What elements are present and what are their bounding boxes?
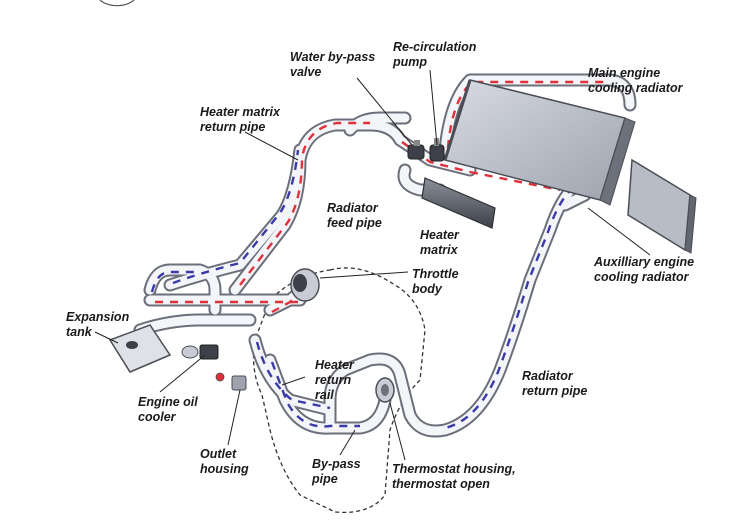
label-water-bypass-valve-line2: valve [290, 65, 322, 79]
outlet-housing [215, 372, 247, 391]
label-radiator-feed-pipe-line1: Radiator [327, 201, 378, 215]
label-heater-return-rail-line3: rail [315, 388, 334, 402]
label-heater-matrix-line2: matrix [420, 243, 458, 257]
label-outlet-housing-line1: Outlet [200, 447, 237, 461]
label-expansion-tank-line1: Expansion [66, 310, 130, 324]
label-thermostat-housing-line2: thermostat open [392, 477, 490, 491]
label-heater-return-rail: Heater return rail [315, 358, 354, 403]
label-water-bypass-valve: Water by-pass valve [290, 50, 375, 80]
label-recirculation-pump-line2: pump [393, 55, 428, 69]
label-heater-return-rail-line2: return [315, 373, 352, 387]
label-bypass-pipe-line1: By-pass [312, 457, 361, 471]
engine-outline-dashed [252, 267, 426, 514]
label-auxiliary-radiator-line2: cooling radiator [594, 270, 689, 284]
expansion-tank [108, 324, 172, 373]
thermostat-housing [375, 377, 395, 403]
label-main-engine-radiator-line2: cooling radiator [588, 81, 683, 95]
water-bypass-valve [407, 140, 425, 160]
label-heater-matrix-return-pipe-line2: return pipe [200, 120, 266, 134]
main-engine-radiator [443, 79, 636, 206]
label-thermostat-housing: Thermostat housing, thermostat open [392, 462, 516, 492]
auxiliary-radiator [627, 158, 697, 254]
label-outlet-housing: Outlet housing [200, 447, 249, 477]
label-throttle-body: Throttle body [412, 267, 459, 297]
label-engine-oil-cooler-line2: cooler [138, 410, 176, 424]
label-thermostat-housing-line1: Thermostat housing, [392, 462, 516, 476]
label-outlet-housing-line2: housing [200, 462, 249, 476]
label-heater-matrix-return-pipe-line1: Heater matrix [200, 105, 280, 119]
label-heater-matrix-line1: Heater [420, 228, 459, 242]
label-bypass-pipe-line2: pipe [312, 472, 338, 486]
label-recirculation-pump: Re-circulation pump [393, 40, 476, 70]
label-main-engine-radiator-line1: Main engine [588, 66, 661, 80]
throttle-body [290, 268, 320, 302]
label-heater-return-rail-line1: Heater [315, 358, 354, 372]
label-radiator-return-pipe-line1: Radiator [522, 369, 573, 383]
cold-flow-markers [150, 149, 574, 430]
label-engine-oil-cooler-line1: Engine oil [138, 395, 198, 409]
label-engine-oil-cooler: Engine oil cooler [138, 395, 198, 425]
label-radiator-feed-pipe-line2: feed pipe [327, 216, 382, 230]
label-throttle-body-line1: Throttle [412, 267, 459, 281]
corner-circle-fragment [99, 0, 135, 7]
label-auxiliary-radiator-line1: Auxilliary engine [594, 255, 695, 269]
label-throttle-body-line2: body [412, 282, 442, 296]
label-heater-matrix: Heater matrix [420, 228, 459, 258]
label-radiator-return-pipe: Radiator return pipe [522, 369, 587, 399]
heater-matrix [421, 177, 496, 229]
label-water-bypass-valve-line1: Water by-pass [290, 50, 376, 64]
label-expansion-tank: Expansion tank [66, 310, 129, 340]
label-radiator-feed-pipe: Radiator feed pipe [327, 201, 382, 231]
label-main-engine-radiator: Main engine cooling radiator [588, 66, 682, 96]
label-heater-matrix-return-pipe: Heater matrix return pipe [200, 105, 280, 135]
label-expansion-tank-line2: tank [66, 325, 92, 339]
label-radiator-return-pipe-line2: return pipe [522, 384, 588, 398]
engine-oil-cooler [181, 344, 219, 360]
label-bypass-pipe: By-pass pipe [312, 457, 361, 487]
label-auxiliary-radiator: Auxilliary engine cooling radiator [594, 255, 694, 285]
label-recirculation-pump-line1: Re-circulation [393, 40, 477, 54]
leader-lines [94, 69, 651, 461]
